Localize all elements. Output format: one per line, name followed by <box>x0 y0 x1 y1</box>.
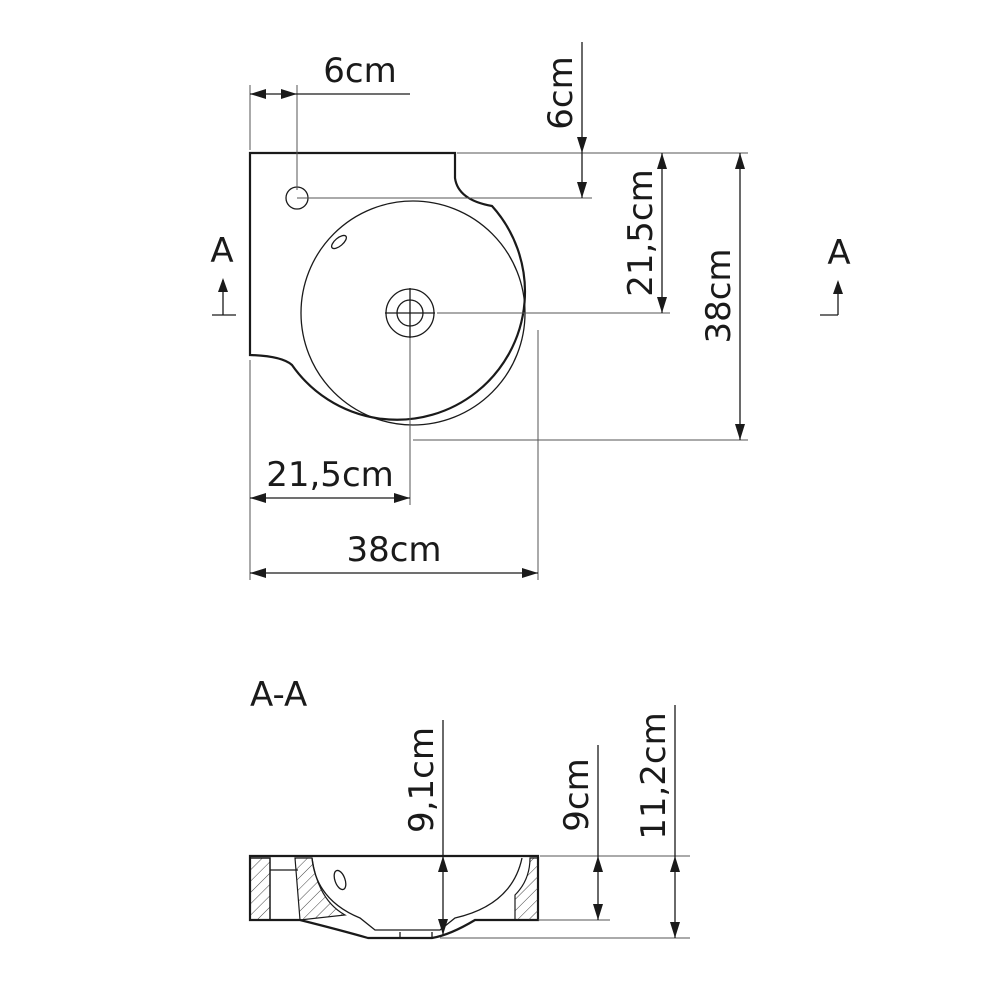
dim-bowl-depth: 9,1cm <box>402 727 442 833</box>
section-wall-left <box>249 857 271 921</box>
dim-drain-offset-x: 21,5cm <box>266 455 394 495</box>
section-outline <box>248 854 540 940</box>
basin-outline <box>248 151 527 421</box>
svg-text:A: A <box>210 231 233 271</box>
dim-tap-offset-x: 6cm <box>323 51 396 91</box>
section-title: A-A <box>250 675 307 715</box>
section-wall-right <box>514 857 539 921</box>
section-marker-right: A <box>820 233 851 316</box>
dim-depth-total: 38cm <box>699 248 739 343</box>
section-view: A-A 9,1cm 9cm 11,2cm <box>248 675 690 940</box>
overflow-slot <box>330 234 348 250</box>
bowl-profile <box>311 857 523 931</box>
section-wall-inner <box>294 857 347 921</box>
section-overflow <box>333 869 347 891</box>
svg-text:A: A <box>827 233 850 273</box>
dim-drain-offset-y: 21,5cm <box>621 169 661 297</box>
section-marker-left: A <box>210 231 236 316</box>
dim-total-height: 11,2cm <box>634 712 674 840</box>
top-view: 6cm 6cm 21,5cm 38cm 21,5cm 38cm A <box>210 42 851 580</box>
dim-width-total: 38cm <box>346 530 441 570</box>
dim-rim-height: 9cm <box>557 758 597 831</box>
dim-tap-offset-y: 6cm <box>541 56 581 129</box>
